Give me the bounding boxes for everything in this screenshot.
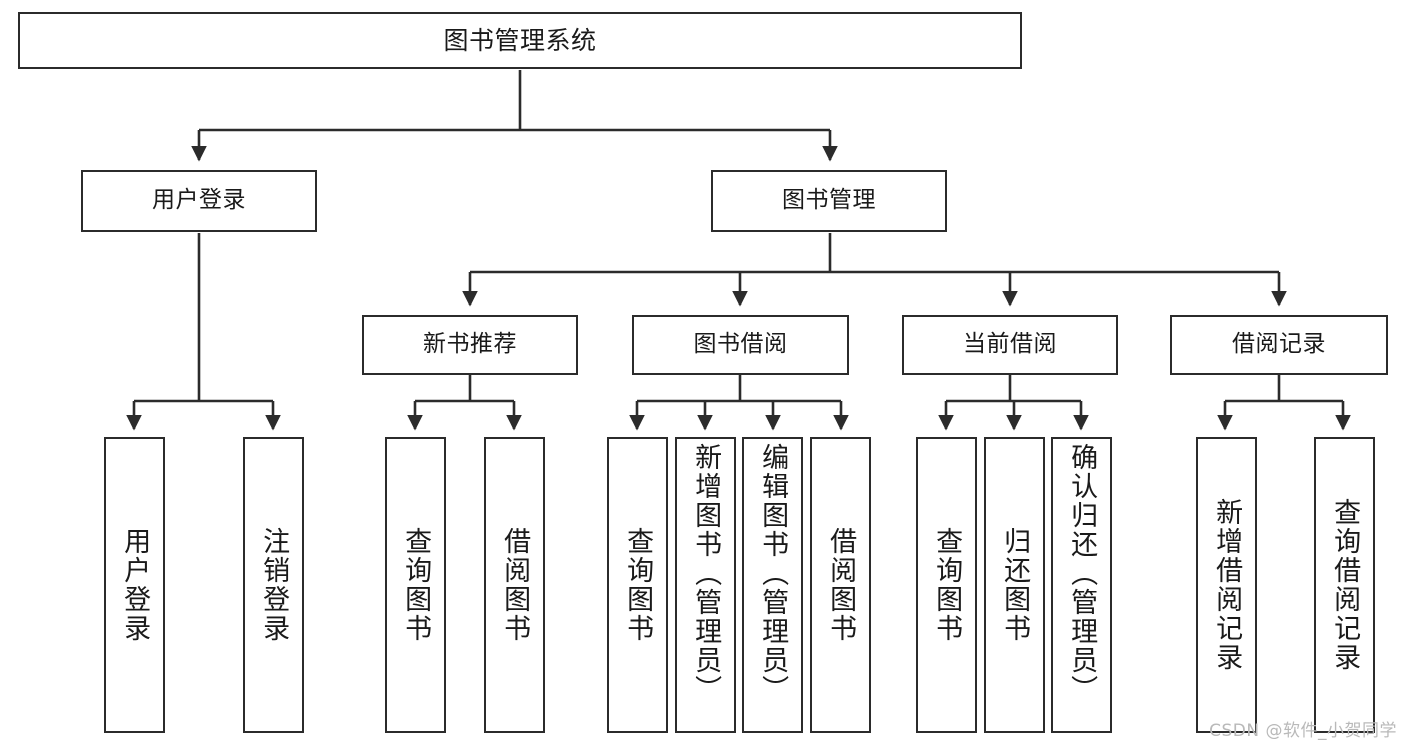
node-label: 归还图书	[999, 527, 1031, 643]
leaf-borrow-edit-book-admin[interactable]: 编辑图书（管理员）	[742, 437, 803, 733]
node-label: 确认归还（管理员）	[1066, 443, 1098, 704]
node-book-borrow[interactable]: 图书借阅	[632, 315, 849, 375]
node-current-borrow[interactable]: 当前借阅	[902, 315, 1118, 375]
node-label: 用户登录	[119, 527, 151, 643]
node-label: 新增借阅记录	[1211, 498, 1243, 672]
leaf-current-confirm-return-admin[interactable]: 确认归还（管理员）	[1051, 437, 1112, 733]
node-label: 编辑图书（管理员）	[757, 443, 789, 704]
leaf-borrow-borrow-book[interactable]: 借阅图书	[810, 437, 871, 733]
leaf-record-query-record[interactable]: 查询借阅记录	[1314, 437, 1375, 733]
node-book-management[interactable]: 图书管理	[711, 170, 947, 232]
node-label: 新增图书（管理员）	[690, 443, 722, 704]
leaf-user-login-login[interactable]: 用户登录	[104, 437, 165, 733]
node-root-system[interactable]: 图书管理系统	[18, 12, 1022, 69]
node-label: 借阅记录	[1232, 331, 1326, 358]
leaf-borrow-add-book-admin[interactable]: 新增图书（管理员）	[675, 437, 736, 733]
node-label: 图书管理	[782, 187, 876, 214]
node-new-book-recommend[interactable]: 新书推荐	[362, 315, 578, 375]
leaf-record-add-record[interactable]: 新增借阅记录	[1196, 437, 1257, 733]
csdn-watermark: CSDN @软件_小贺同学	[1209, 721, 1397, 741]
leaf-recommend-borrow-book[interactable]: 借阅图书	[484, 437, 545, 733]
node-label: 图书管理系统	[443, 25, 597, 55]
leaf-user-login-logout[interactable]: 注销登录	[243, 437, 304, 733]
node-label: 当前借阅	[963, 331, 1057, 358]
node-user-login[interactable]: 用户登录	[81, 170, 317, 232]
node-label: 新书推荐	[423, 331, 517, 358]
leaf-current-return-book[interactable]: 归还图书	[984, 437, 1045, 733]
leaf-recommend-query-book[interactable]: 查询图书	[385, 437, 446, 733]
leaf-borrow-query-book[interactable]: 查询图书	[607, 437, 668, 733]
node-label: 查询图书	[622, 527, 654, 643]
leaf-current-query-book[interactable]: 查询图书	[916, 437, 977, 733]
node-label: 查询图书	[931, 527, 963, 643]
node-label: 注销登录	[258, 527, 290, 643]
node-label: 借阅图书	[499, 527, 531, 643]
node-label: 图书借阅	[693, 331, 788, 358]
node-label: 用户登录	[152, 187, 246, 214]
node-borrow-record[interactable]: 借阅记录	[1170, 315, 1388, 375]
node-label: 查询图书	[400, 527, 432, 643]
node-label: 查询借阅记录	[1329, 498, 1361, 672]
node-label: 借阅图书	[825, 527, 857, 643]
